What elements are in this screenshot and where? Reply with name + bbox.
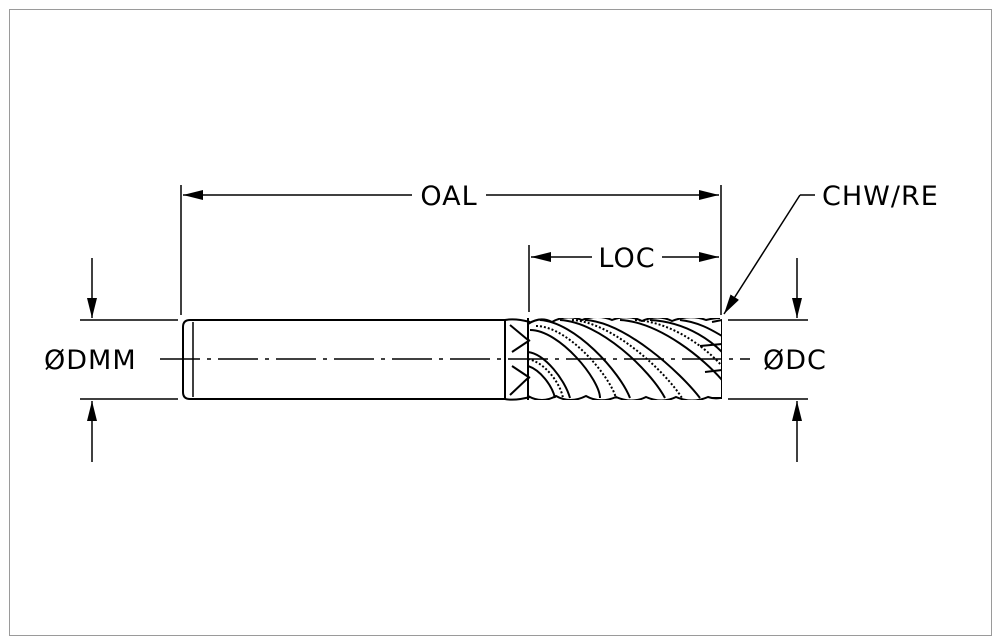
drawing-border [9, 9, 992, 636]
extension-lines [80, 185, 808, 400]
oal-label: OAL [420, 181, 477, 212]
dc-dimension: ØDC [763, 258, 827, 462]
loc-label: LOC [598, 243, 655, 274]
dmm-dimension: ØDMM [44, 258, 137, 462]
neck [504, 318, 531, 401]
chw-re-label: CHW/RE [822, 181, 939, 212]
flutes [528, 318, 722, 400]
loc-dimension: LOC [531, 243, 719, 274]
dmm-label: ØDMM [44, 345, 137, 376]
shank [182, 319, 506, 400]
chw-re-leader: CHW/RE [723, 181, 939, 315]
oal-dimension: OAL [183, 181, 719, 212]
dc-label: ØDC [763, 345, 827, 376]
